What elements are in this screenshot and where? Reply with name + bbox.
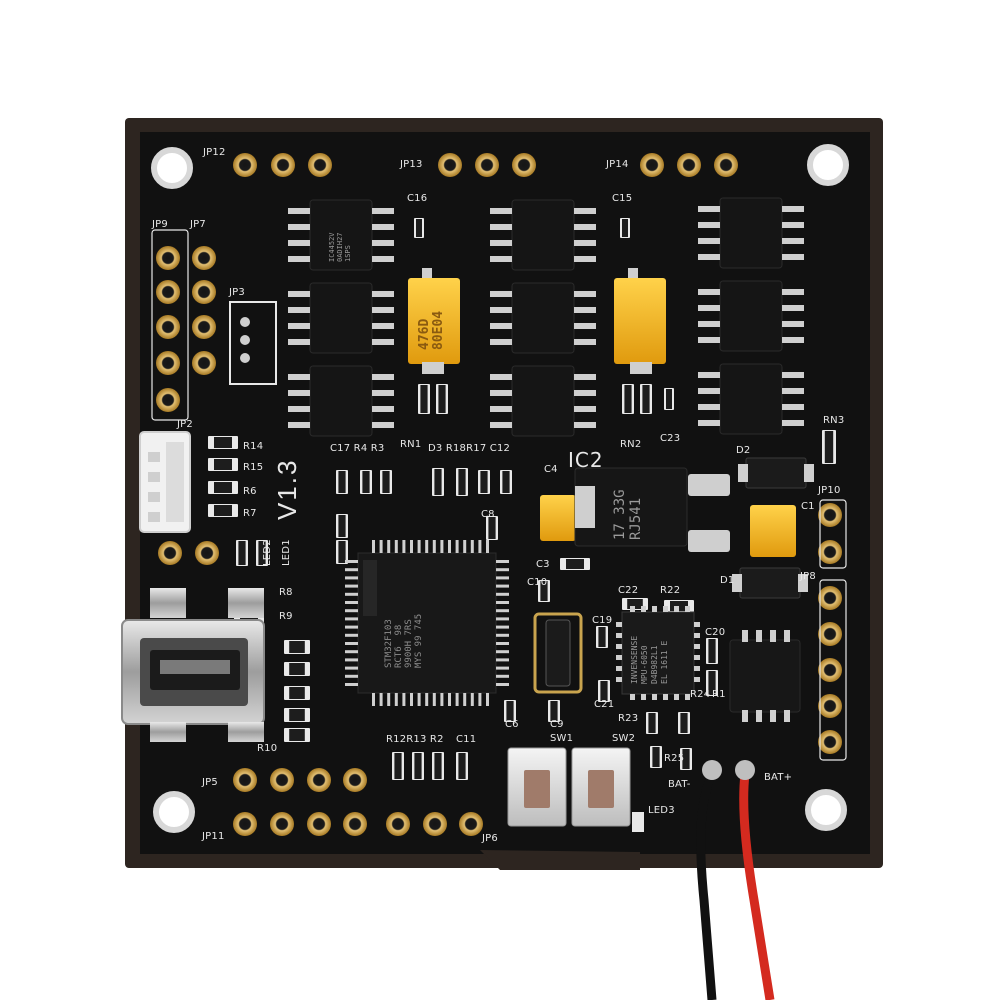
label-led1: LED1	[281, 539, 292, 566]
board-version: V1.3	[272, 458, 302, 521]
label-d2: D2	[736, 445, 751, 456]
label-led2: LED2	[262, 539, 273, 566]
opamp-marking: IC4452V 0ADIH27 1SPS	[328, 232, 352, 262]
voltage-regulator	[574, 467, 730, 552]
stm32-microcontroller	[345, 540, 509, 706]
label-c17-r4-r3: C17 R4 R3	[330, 443, 385, 454]
label-r23: R23	[618, 713, 639, 724]
push-buttons	[507, 747, 631, 827]
regulator-marking: 17 33G RJ541	[612, 489, 644, 540]
label-d3-r18-r17-c12: D3 R18R17 C12	[428, 443, 511, 454]
label-jp7: JP7	[190, 219, 206, 230]
label-c15: C15	[612, 193, 633, 204]
label-r15: R15	[243, 462, 264, 473]
opamp-chips	[309, 197, 783, 437]
mcu-marking: STM32F103 RCT6 98 9900H 7RS MYS 99 745	[384, 613, 424, 668]
label-r7: R7	[243, 508, 257, 519]
label-bat-neg: BAT-	[668, 779, 691, 790]
label-rn2: RN2	[620, 439, 642, 450]
label-r12-r13-r2: R12R13 R2	[386, 734, 444, 745]
label-bat-pos: BAT+	[764, 772, 793, 783]
diode-d1	[739, 567, 801, 599]
imu-marking: INVENSENSE MPU-6050 D4B982L1 EL 1611 E	[630, 635, 669, 684]
label-r14: R14	[243, 441, 264, 452]
label-c9: C9	[550, 719, 564, 730]
label-r22: R22	[660, 585, 681, 596]
label-jp9: JP9	[152, 219, 168, 230]
label-jp13: JP13	[400, 159, 423, 170]
label-rn3: RN3	[823, 415, 845, 426]
label-jp10: JP10	[818, 485, 841, 496]
label-c1: C1	[801, 501, 815, 512]
label-jp2: JP2	[177, 419, 193, 430]
label-r8: R8	[279, 587, 293, 598]
label-jp11: JP11	[202, 831, 225, 842]
label-c11: C11	[456, 734, 477, 745]
label-rn1: RN1	[400, 439, 422, 450]
label-r6: R6	[243, 486, 257, 497]
label-c4: C4	[544, 464, 558, 475]
label-jp5: JP5	[202, 777, 218, 788]
header-pads	[156, 153, 842, 836]
label-c21: C21	[594, 699, 615, 710]
label-sw1: SW1	[550, 733, 574, 744]
label-led3: LED3	[648, 805, 675, 816]
label-c10: C10	[527, 577, 548, 588]
label-r25: R25	[664, 753, 685, 764]
label-c19: C19	[592, 615, 613, 626]
label-ic2: IC2	[568, 448, 604, 472]
label-jp6: JP6	[482, 833, 498, 844]
label-jp14: JP14	[606, 159, 629, 170]
label-c16: C16	[407, 193, 428, 204]
soic8-chip	[729, 630, 801, 722]
label-jp12: JP12	[203, 147, 226, 158]
label-r10: R10	[257, 743, 278, 754]
label-r9: R9	[279, 611, 293, 622]
crystal	[533, 612, 583, 694]
label-c23: C23	[660, 433, 681, 444]
label-r1: R1	[712, 689, 726, 700]
diode-d2	[745, 457, 807, 489]
mounting-hole-icon	[151, 144, 849, 833]
tantalum-marking: 476D 80E04	[417, 310, 446, 350]
label-sw2: SW2	[612, 733, 636, 744]
mpu6050-imu	[616, 606, 700, 700]
label-c8: C8	[481, 509, 495, 520]
label-jp3: JP3	[229, 287, 245, 298]
battery-wires	[696, 760, 775, 1000]
label-c3: C3	[536, 559, 550, 570]
label-c6: C6	[505, 719, 519, 730]
mini-usb-connector-icon	[121, 588, 265, 742]
label-c22: C22	[618, 585, 639, 596]
label-d1: D1	[720, 575, 735, 586]
label-c20: C20	[705, 627, 726, 638]
label-r24: R24	[690, 689, 711, 700]
jp2-connector	[139, 431, 191, 533]
label-jp8: JP8	[800, 571, 816, 582]
tantalum-capacitors	[408, 268, 796, 557]
